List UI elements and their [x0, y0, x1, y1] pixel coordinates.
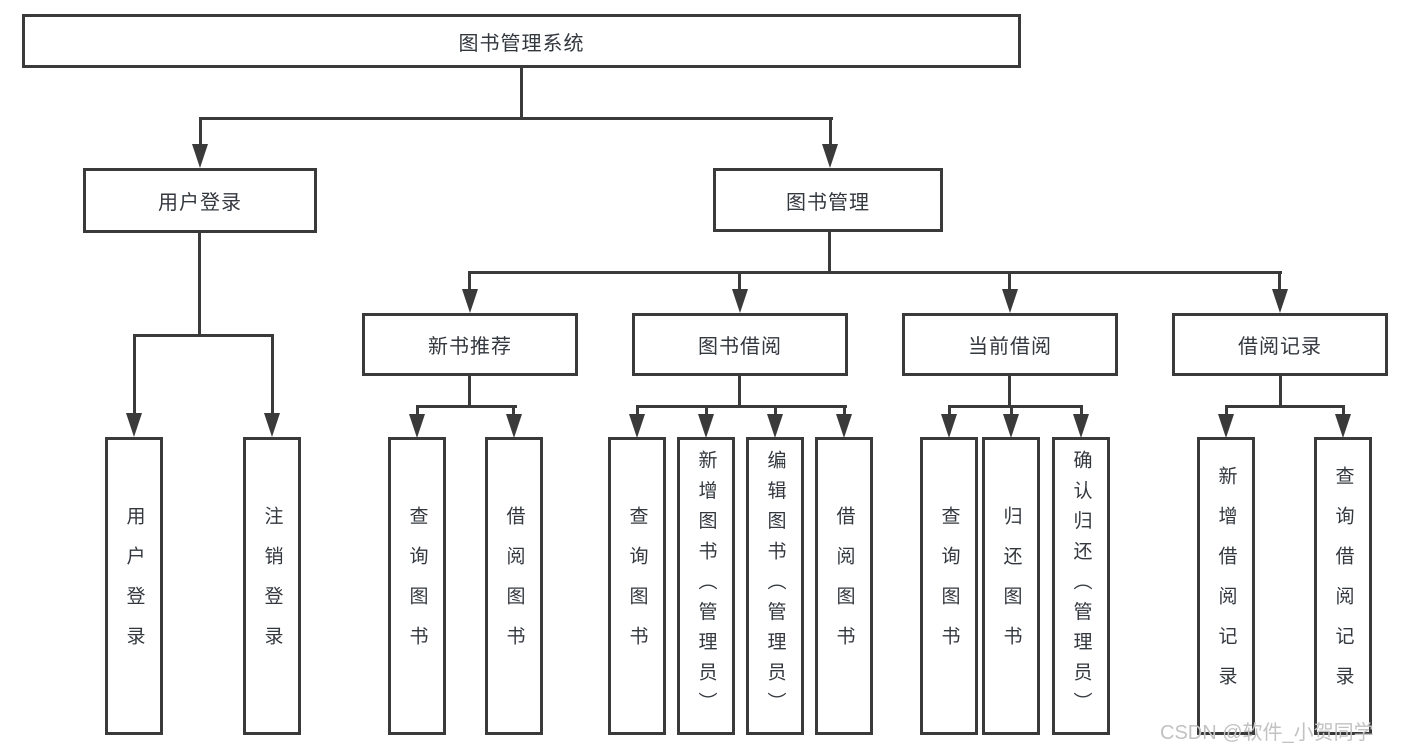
connector-line: [948, 405, 1083, 408]
arrow-down-icon: [698, 414, 714, 438]
arrow-down-icon: [192, 144, 208, 168]
leaf-query-books-borrowing-label: 查询图书: [626, 506, 648, 666]
leaf-return-books: 归还图书: [982, 437, 1040, 735]
leaf-query-borrow-record: 查询借阅记录: [1314, 437, 1372, 735]
leaf-edit-book-admin-label: 编辑图书（管理员）: [764, 450, 786, 722]
connector-line: [1279, 376, 1282, 407]
connector-line: [829, 117, 832, 150]
connector-line: [1225, 405, 1228, 419]
node-book-borrowing-label: 图书借阅: [698, 336, 782, 358]
node-new-book-recommend-label: 新书推荐: [428, 336, 512, 358]
leaf-query-books-borrowing: 查询图书: [608, 437, 666, 735]
arrow-down-icon: [767, 414, 783, 438]
leaf-logout-label: 注销登录: [261, 506, 283, 666]
connector-line: [199, 117, 202, 150]
connector-line: [738, 271, 741, 293]
leaf-add-book-admin-label: 新增图书（管理员）: [695, 450, 717, 722]
connector-line: [133, 334, 136, 416]
leaf-borrow-books-recommend: 借阅图书: [485, 437, 543, 735]
node-current-borrowing-label: 当前借阅: [968, 336, 1052, 358]
connector-line: [133, 334, 274, 337]
connector-line: [199, 117, 833, 120]
node-borrowing-records: 借阅记录: [1172, 313, 1388, 376]
connector-line: [1225, 405, 1345, 408]
connector-line: [520, 68, 523, 119]
connector-line: [1080, 405, 1083, 419]
node-borrowing-records-label: 借阅记录: [1238, 336, 1322, 358]
connector-line: [468, 271, 471, 293]
arrow-down-icon: [732, 289, 748, 313]
leaf-add-borrow-record-label: 新增借阅记录: [1215, 466, 1237, 706]
arrow-down-icon: [1002, 289, 1018, 313]
leaf-add-book-admin: 新增图书（管理员）: [677, 437, 735, 735]
arrow-down-icon: [409, 414, 425, 438]
arrow-down-icon: [126, 413, 142, 437]
leaf-query-books-recommend: 查询图书: [388, 437, 446, 735]
arrow-down-icon: [822, 144, 838, 168]
arrow-down-icon: [629, 414, 645, 438]
connector-line: [636, 405, 847, 408]
connector-line: [512, 405, 515, 419]
connector-line: [198, 233, 201, 336]
leaf-user-login-label: 用户登录: [123, 506, 145, 666]
connector-line: [774, 405, 777, 419]
node-current-borrowing: 当前借阅: [902, 313, 1118, 376]
connector-line: [271, 334, 274, 416]
leaf-borrow-books-borrowing: 借阅图书: [815, 437, 873, 735]
connector-line: [468, 271, 1282, 274]
node-book-management: 图书管理: [713, 168, 943, 232]
connector-line: [636, 405, 639, 419]
leaf-borrow-books-borrowing-label: 借阅图书: [833, 506, 855, 666]
leaf-query-books-recommend-label: 查询图书: [406, 506, 428, 666]
connector-line: [1008, 271, 1011, 293]
leaf-user-login: 用户登录: [105, 437, 163, 735]
connector-line: [468, 376, 471, 407]
connector-line: [1008, 376, 1011, 407]
leaf-confirm-return-admin-label: 确认归还（管理员）: [1070, 450, 1092, 722]
node-new-book-recommend: 新书推荐: [362, 313, 578, 376]
leaf-return-books-label: 归还图书: [1000, 506, 1022, 666]
arrow-down-icon: [836, 414, 852, 438]
node-user-login-label: 用户登录: [158, 192, 242, 214]
node-book-borrowing: 图书借阅: [632, 313, 848, 376]
leaf-query-books-current-label: 查询图书: [938, 506, 960, 666]
arrow-down-icon: [1003, 414, 1019, 438]
arrow-down-icon: [506, 414, 522, 438]
connector-line: [948, 405, 951, 419]
arrow-down-icon: [462, 289, 478, 313]
connector-line: [1342, 405, 1345, 419]
arrow-down-icon: [1073, 414, 1089, 438]
leaf-add-borrow-record: 新增借阅记录: [1197, 437, 1255, 735]
leaf-edit-book-admin: 编辑图书（管理员）: [746, 437, 804, 735]
leaf-query-borrow-record-label: 查询借阅记录: [1332, 466, 1354, 706]
connector-line: [416, 405, 517, 408]
watermark-text: CSDN @软件_小贺同学: [1160, 722, 1374, 744]
leaf-confirm-return-admin: 确认归还（管理员）: [1052, 437, 1110, 735]
connector-line: [843, 405, 846, 419]
node-root-label: 图书管理系统: [458, 32, 585, 55]
leaf-logout: 注销登录: [243, 437, 301, 735]
arrow-down-icon: [264, 413, 280, 437]
node-book-management-label: 图书管理: [786, 191, 870, 214]
connector-line: [828, 232, 831, 273]
connector-line: [705, 405, 708, 419]
arrow-down-icon: [941, 414, 957, 438]
node-root: 图书管理系统: [22, 14, 1021, 68]
arrow-down-icon: [1218, 414, 1234, 438]
node-user-login: 用户登录: [83, 168, 317, 233]
arrow-down-icon: [1335, 414, 1351, 438]
arrow-down-icon: [1272, 289, 1288, 313]
connector-line: [1278, 271, 1281, 293]
connector-line: [416, 405, 419, 419]
connector-line: [1010, 405, 1013, 419]
leaf-query-books-current: 查询图书: [920, 437, 978, 735]
connector-line: [738, 376, 741, 407]
leaf-borrow-books-recommend-label: 借阅图书: [503, 506, 525, 666]
